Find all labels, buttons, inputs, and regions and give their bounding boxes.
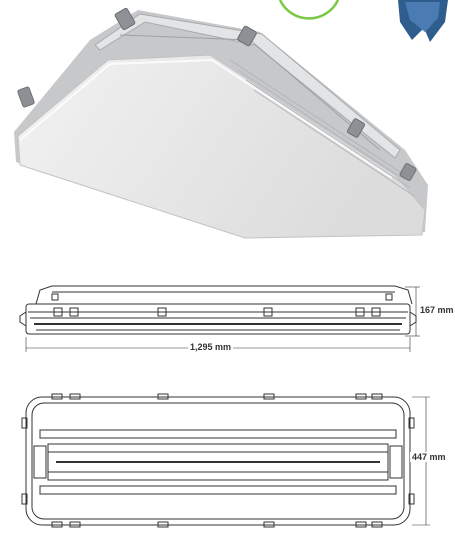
height-dimension-label: 167 mm — [418, 305, 455, 315]
depth-dimension-label: 447 mm — [410, 452, 448, 462]
side-view-drawing — [19, 285, 420, 352]
product-photo — [14, 7, 428, 239]
length-dimension-label: 1,295 mm — [188, 342, 234, 352]
top-view-drawing — [21, 393, 430, 528]
green-circle-badge-icon — [278, 0, 340, 20]
blue-ribbon-award-icon — [398, 0, 448, 42]
